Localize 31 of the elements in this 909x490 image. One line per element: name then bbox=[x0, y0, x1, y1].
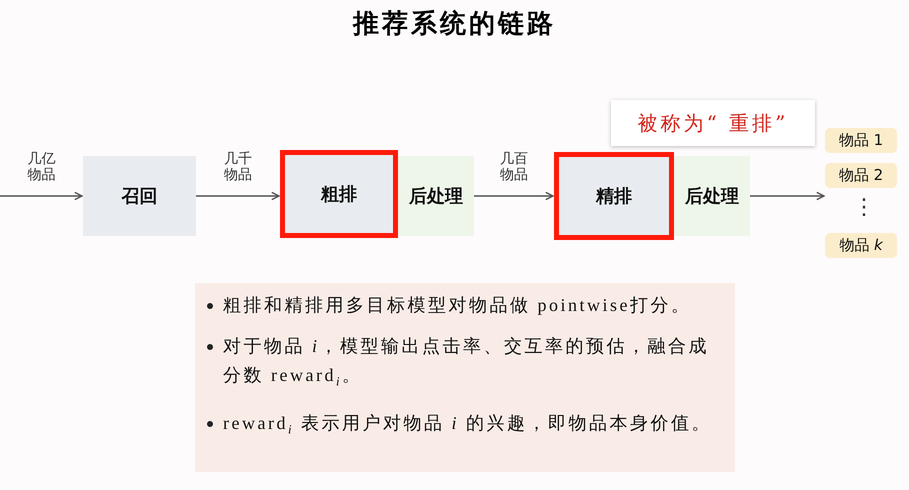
highlighted-process-box bbox=[554, 152, 674, 240]
post-process-box bbox=[674, 156, 750, 236]
edge-label: 几千物品 bbox=[222, 151, 254, 183]
callout-box bbox=[611, 100, 815, 146]
arrow bbox=[474, 192, 554, 200]
item-tag bbox=[825, 233, 897, 258]
arrow bbox=[196, 192, 280, 200]
notes-panel bbox=[195, 283, 735, 472]
node-label: 物品 1 bbox=[838, 131, 884, 150]
node-label: 物品 2 bbox=[838, 166, 884, 185]
bullet-text: reward$_{i}$ 表示用户对物品 i 的兴趣，即物品本身价值。 bbox=[205, 408, 712, 444]
item-tag bbox=[825, 163, 897, 188]
edge-label: 几亿物品 bbox=[26, 151, 58, 183]
title: 推荐系统的链路 bbox=[352, 8, 557, 41]
node-label: 粗排 bbox=[321, 183, 357, 206]
edge-label: 几百物品 bbox=[498, 151, 530, 183]
bullet-text: 对于物品 i，模型输出点击率、交互率的预估，融合成分数 reward$_{i}$。 bbox=[205, 332, 719, 397]
item-tag bbox=[825, 128, 897, 153]
node-label: 后处理 bbox=[685, 185, 739, 208]
ellipsis-label: ⋮ bbox=[853, 195, 869, 221]
process-box bbox=[83, 156, 196, 236]
node-label: 召回 bbox=[122, 185, 158, 208]
arrow bbox=[750, 192, 825, 200]
node-label: 精排 bbox=[596, 185, 632, 208]
bullet-text: 粗排和精排用多目标模型对物品做 pointwise打分。 bbox=[205, 291, 692, 320]
node-label: 后处理 bbox=[409, 185, 463, 208]
arrow bbox=[0, 192, 83, 200]
node-label: 物品 k bbox=[839, 236, 883, 255]
post-process-box bbox=[398, 156, 474, 236]
node-label: 被称为“ 重排” bbox=[638, 110, 788, 136]
highlighted-process-box bbox=[280, 150, 398, 238]
